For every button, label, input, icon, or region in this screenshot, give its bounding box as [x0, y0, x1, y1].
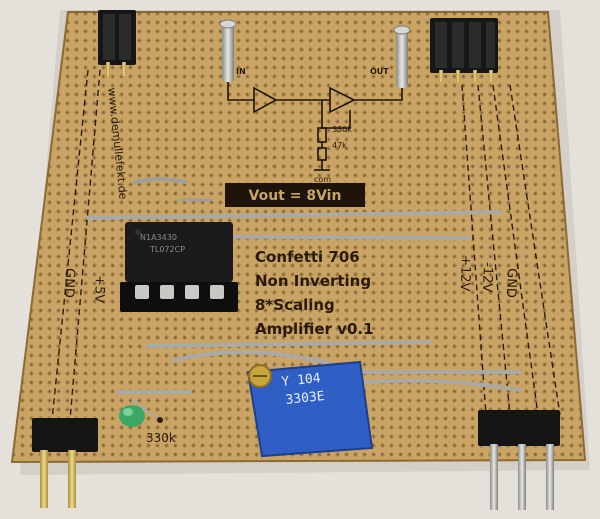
label-left-5v: +5V — [91, 275, 107, 304]
header-top-right — [430, 18, 498, 82]
right-rail-traces — [461, 84, 561, 416]
in-post — [219, 19, 237, 82]
label-right-12v-pos: +12V — [457, 255, 473, 292]
out-post — [393, 25, 411, 88]
label-right-gnd: GND — [503, 268, 519, 298]
left-rail-traces — [51, 69, 101, 421]
header-bottom-left — [32, 418, 98, 508]
label-right-12v-neg: -12V — [479, 262, 495, 293]
header-top-left — [98, 10, 136, 76]
label-in: IN — [236, 67, 246, 76]
label-47k-schematic: 47k — [332, 141, 347, 150]
formula-text: Vout = 8Vin — [249, 188, 342, 204]
label-com: com — [314, 175, 331, 184]
ic-marking-1: TL072CP — [149, 245, 185, 254]
trimpot — [246, 360, 374, 458]
title-line-3: 8*Scaling — [255, 296, 335, 314]
ic-marking-2: N1A3430 — [140, 233, 177, 242]
header-bottom-right — [478, 410, 560, 510]
label-330k-schematic: 330k — [332, 125, 352, 134]
resistor-330k — [119, 399, 163, 427]
label-out: OUT — [370, 67, 389, 76]
trimpot-line-2: 3303E — [285, 389, 325, 408]
label-left-gnd: GND — [61, 268, 77, 298]
title-line-1: Confetti 706 — [255, 248, 360, 266]
title-line-2: Non Inverting — [255, 272, 371, 290]
title-line-4: Amplifier v0.1 — [255, 320, 374, 338]
ic-chip — [120, 222, 238, 312]
trimpot-line-1: Y 104 — [281, 371, 322, 390]
label-resistor-330k: 330k — [146, 431, 176, 445]
formula-box — [225, 183, 365, 207]
